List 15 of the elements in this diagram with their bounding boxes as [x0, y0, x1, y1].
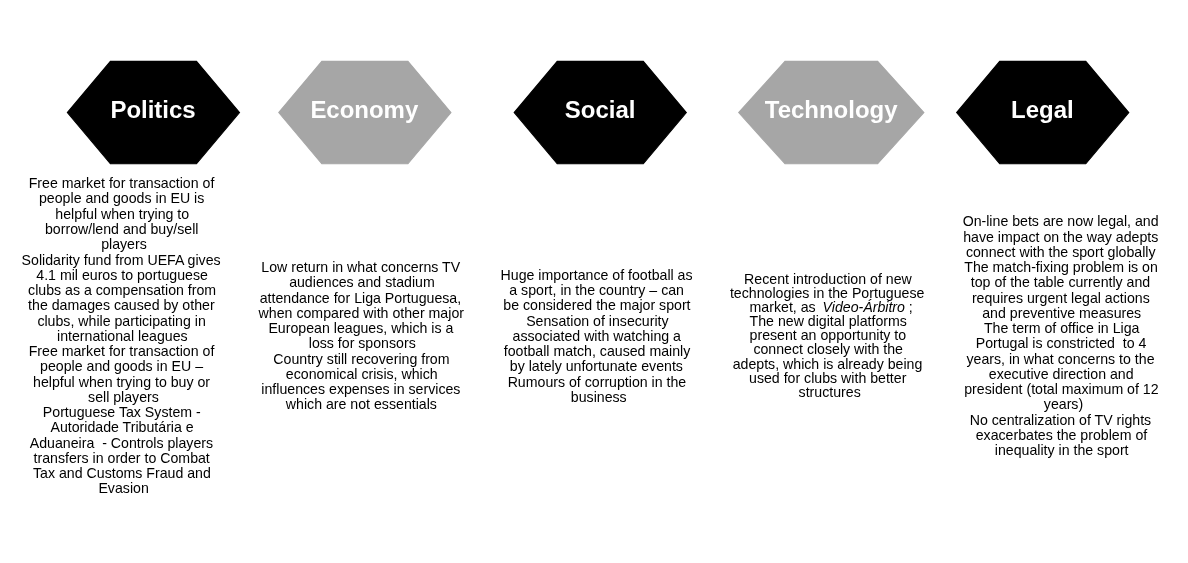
- node-label: Sensation of insecurity associated with watching a football match, caused mainly by lately unfortunate events: [503, 312, 691, 375]
- node-label: Rumours of corruption in the business: [507, 373, 687, 405]
- node-label: The term of office in Liga Portugal is constricted to 4 years, in what concerns to the executive direction and president (total maximum of 12 years): [964, 320, 1159, 413]
- node-label: Free market for transaction of people and goods in EU is helpful when trying to borrow/lend and buy/sell players: [28, 175, 215, 253]
- node-label: Free market for transaction of people and goods in EU – helpful when trying to buy or sell players: [28, 343, 215, 405]
- node-label: Low return in what concerns TV audiences and stadium attendance for Liga Portuguesa, when compared with other major European leagues, which is a loss for sponsors: [258, 259, 464, 352]
- node-label: Portuguese Tax System - Autoridade Tributária e Aduaneira - Controls players transfers in order to Combat Tax and Customs Fraud and Evasion: [29, 404, 214, 497]
- node-label: Solidarity fund from UEFA gives 4.1 mil euros to portuguese clubs as a compensation from the damages caused by other clubs, while participating in international leagues: [21, 251, 221, 344]
- node-label: The new digital platforms present an opportunity to connect closely with the adepts, which is already being used for clubs with better structures: [732, 313, 923, 400]
- node-label: No centralization of TV rights exacerbates the problem of inequality in the sport: [969, 411, 1152, 459]
- node-label: Huge importance of football as a sport, in the country – can be considered the major sport: [500, 266, 693, 314]
- node-label: Recent introduction of new technologies in the Portuguese market, as Video-Árbitro;: [729, 270, 925, 315]
- node-label: On-line bets are now legal, and have impact on the way adepts connect with the sport globally: [962, 213, 1159, 260]
- node-label: Country still recovering from economical crisis, which influences expenses in services which are not essentials: [261, 350, 461, 413]
- node-label: The match-fixing problem is on top of the table currently and requires urgent legal actions and preventive measures: [964, 259, 1158, 321]
